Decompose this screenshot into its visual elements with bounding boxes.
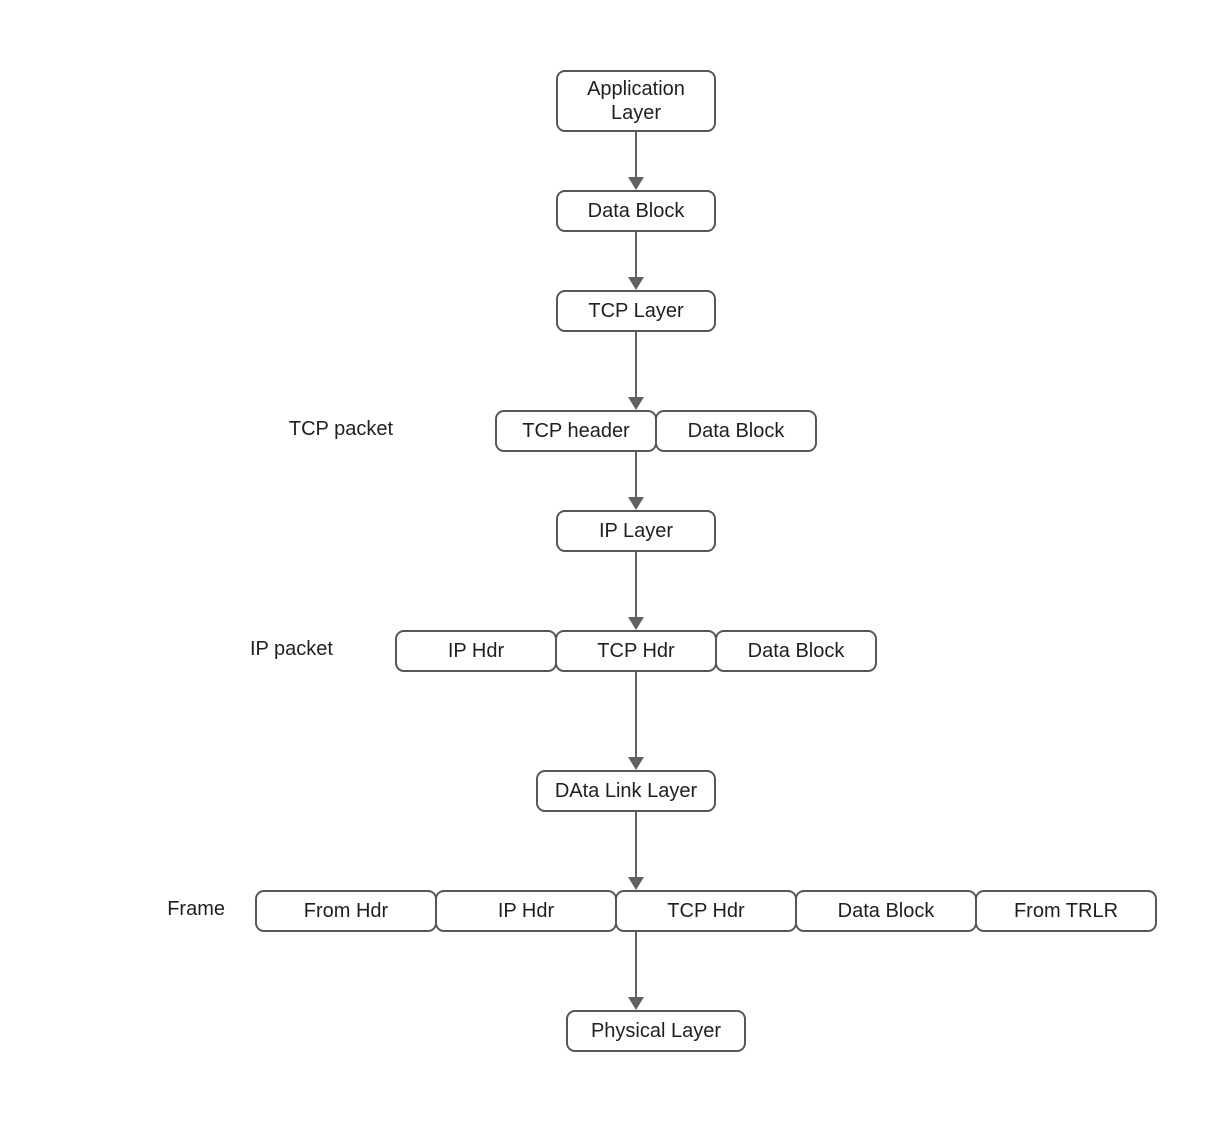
arrow-ip-packet-to-data-link-layer [626,672,646,770]
packet-row-tcp-packet: TCP header Data Block [495,410,817,452]
packet-cell-data-block[interactable]: Data Block [655,410,817,452]
arrow-application-to-data-block [626,132,646,190]
label-tcp-packet: TCP packet [288,418,393,440]
packet-row-ip-packet: IP Hdr TCP Hdr Data Block [395,630,877,672]
node-application-layer[interactable]: Application Layer [556,70,716,132]
node-ip-layer[interactable]: IP Layer [556,510,716,552]
frame-cell-from-trlr[interactable]: From TRLR [975,890,1157,932]
packet-cell-ip-hdr[interactable]: IP Hdr [395,630,557,672]
packet-cell-data-block[interactable]: Data Block [715,630,877,672]
arrow-data-block-to-tcp-layer [626,232,646,290]
label-ip-packet: IP packet [249,638,333,660]
frame-cell-data-block[interactable]: Data Block [795,890,977,932]
node-physical-layer[interactable]: Physical Layer [566,1010,746,1052]
node-data-block[interactable]: Data Block [556,190,716,232]
frame-cell-tcp-hdr[interactable]: TCP Hdr [615,890,797,932]
packet-cell-tcp-header[interactable]: TCP header [495,410,657,452]
node-data-link-layer[interactable]: DAta Link Layer [536,770,716,812]
frame-cell-ip-hdr[interactable]: IP Hdr [435,890,617,932]
arrow-tcp-layer-to-tcp-packet [626,332,646,410]
packet-cell-tcp-hdr[interactable]: TCP Hdr [555,630,717,672]
arrow-data-link-layer-to-frame [626,812,646,890]
arrow-ip-layer-to-ip-packet [626,552,646,630]
label-frame: Frame [167,898,225,920]
frame-cell-from-hdr[interactable]: From Hdr [255,890,437,932]
arrow-frame-to-physical-layer [626,932,646,1010]
node-tcp-layer[interactable]: TCP Layer [556,290,716,332]
arrow-tcp-packet-to-ip-layer [626,452,646,510]
packet-row-frame: From Hdr IP Hdr TCP Hdr Data Block From … [255,890,1157,932]
